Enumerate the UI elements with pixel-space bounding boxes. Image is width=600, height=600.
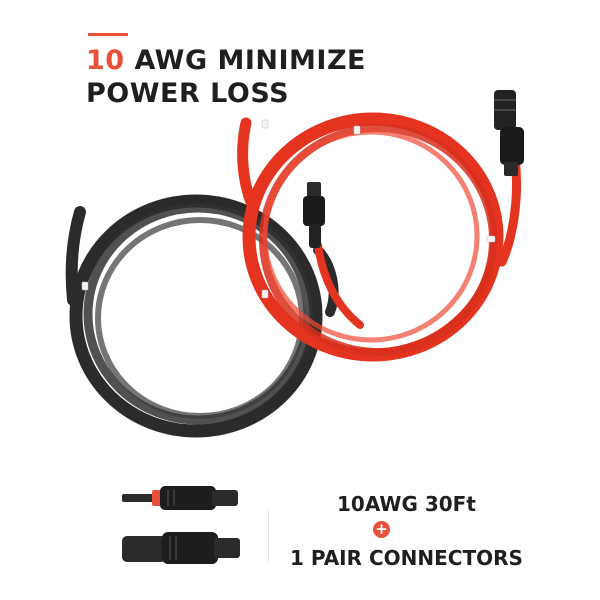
connectors-pair-icon [122, 486, 240, 564]
headline-line-2: POWER LOSS [86, 78, 290, 109]
top-connector-icon [494, 90, 524, 176]
plus-icon: + [373, 521, 390, 538]
accent-bar [88, 33, 128, 36]
spec-cable-size: 10AWG 30Ft [337, 492, 476, 516]
spec-divider [268, 510, 269, 562]
female-connector-icon [122, 532, 240, 564]
cable-coils-image [65, 90, 524, 438]
headline: 10 AWG MINIMIZE POWER LOSS [86, 44, 366, 110]
spec-connectors: 1 PAIR CONNECTORS [290, 546, 523, 570]
headline-line-1-text: AWG MINIMIZE [124, 45, 366, 76]
cable-ties [81, 119, 496, 299]
headline-number: 10 [86, 45, 125, 76]
middle-connector-icon [303, 182, 325, 248]
red-cable-icon [237, 112, 522, 362]
headline-line-1: 10 AWG MINIMIZE [86, 44, 366, 77]
male-connector-icon [122, 486, 238, 510]
